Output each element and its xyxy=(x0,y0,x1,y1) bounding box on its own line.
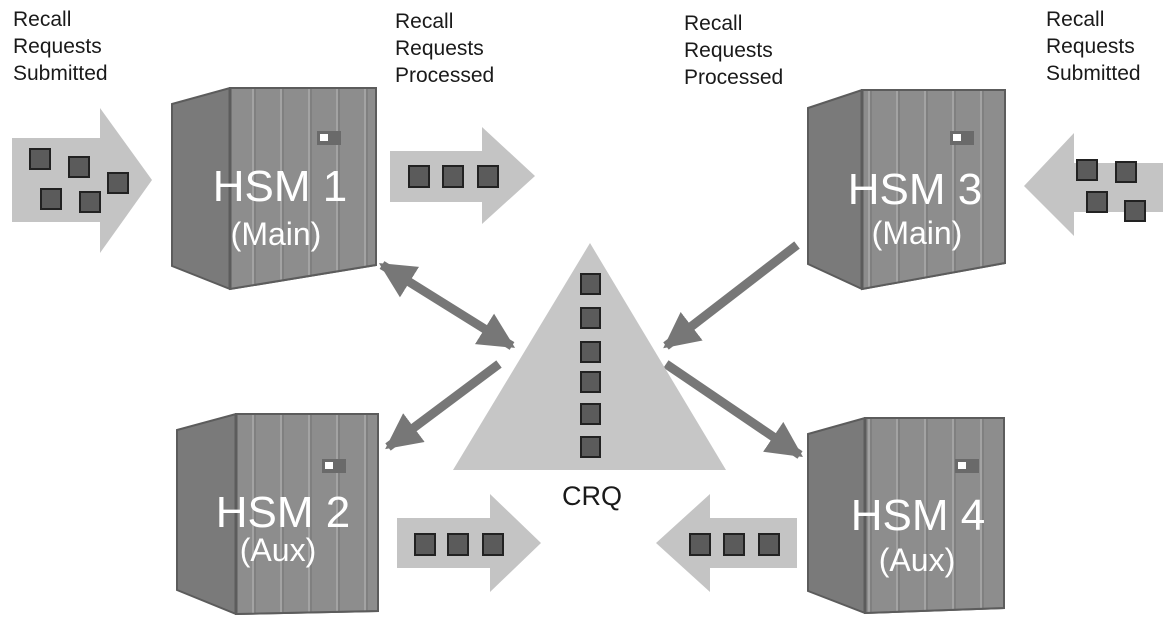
request-box xyxy=(442,165,464,188)
server-role: (Aux) xyxy=(879,542,955,578)
request-box xyxy=(1115,161,1137,183)
svg-text:Recall: Recall xyxy=(395,10,453,33)
arrow-hsm4-processed xyxy=(656,494,797,592)
request-box xyxy=(29,148,51,170)
request-box xyxy=(477,165,499,188)
label-processed-left: Recall Requests Processed xyxy=(395,10,494,87)
request-box xyxy=(414,533,436,556)
svg-text:Requests: Requests xyxy=(684,39,773,62)
queue-item xyxy=(580,436,601,458)
server-hsm1: HSM 1 (Main) xyxy=(171,87,377,291)
queue-item xyxy=(580,341,601,363)
queue-item xyxy=(580,307,601,329)
server-name: HSM 2 xyxy=(216,488,350,537)
server-hsm4: HSM 4 (Aux) xyxy=(807,417,1005,615)
svg-text:Recall: Recall xyxy=(684,12,742,35)
label-processed-right: Recall Requests Processed xyxy=(684,12,783,89)
svg-text:Requests: Requests xyxy=(1046,35,1135,58)
svg-text:Requests: Requests xyxy=(395,37,484,60)
request-box xyxy=(447,533,469,556)
request-box xyxy=(1086,191,1108,213)
svg-text:Recall: Recall xyxy=(1046,8,1104,31)
server-role: (Main) xyxy=(231,216,322,252)
svg-text:Processed: Processed xyxy=(684,66,783,89)
label-submitted-left: Recall Requests Submitted xyxy=(13,8,108,85)
request-box xyxy=(482,533,504,556)
request-box xyxy=(40,188,62,210)
crq-label: CRQ xyxy=(562,481,622,511)
request-box xyxy=(107,172,129,194)
request-box xyxy=(689,533,711,556)
queue-item xyxy=(580,273,601,295)
queue-item xyxy=(580,371,601,393)
server-name: HSM 4 xyxy=(851,491,985,540)
connector-hsm3-crq xyxy=(663,241,800,350)
label-submitted-right: Recall Requests Submitted xyxy=(1046,8,1141,85)
request-box xyxy=(79,191,101,213)
server-hsm3: HSM 3 (Main) xyxy=(807,89,1006,291)
queue-item xyxy=(580,403,601,425)
connector-crq-hsm4 xyxy=(663,360,803,459)
request-box xyxy=(1124,200,1146,222)
arrow-submitted-to-hsm1 xyxy=(12,108,152,253)
request-box xyxy=(758,533,780,556)
svg-text:Recall: Recall xyxy=(13,8,71,31)
svg-text:Submitted: Submitted xyxy=(1046,62,1141,85)
connector-crq-hsm2 xyxy=(385,360,502,451)
svg-text:Processed: Processed xyxy=(395,64,494,87)
svg-text:Requests: Requests xyxy=(13,35,102,58)
arrow-submitted-to-hsm3 xyxy=(1024,133,1163,236)
server-hsm2: HSM 2 (Aux) xyxy=(176,413,379,616)
server-role: (Main) xyxy=(872,215,963,251)
crq-queue xyxy=(453,243,726,470)
server-name: HSM 3 xyxy=(848,165,982,214)
arrow-hsm1-processed xyxy=(390,127,535,224)
server-role: (Aux) xyxy=(240,532,316,568)
request-box xyxy=(68,156,90,178)
request-box xyxy=(1076,159,1098,181)
arrow-hsm2-processed xyxy=(397,494,541,592)
connector-hsm1-crq xyxy=(378,261,516,350)
request-box xyxy=(723,533,745,556)
svg-text:Submitted: Submitted xyxy=(13,62,108,85)
server-name: HSM 1 xyxy=(213,162,347,211)
request-box xyxy=(408,165,430,188)
